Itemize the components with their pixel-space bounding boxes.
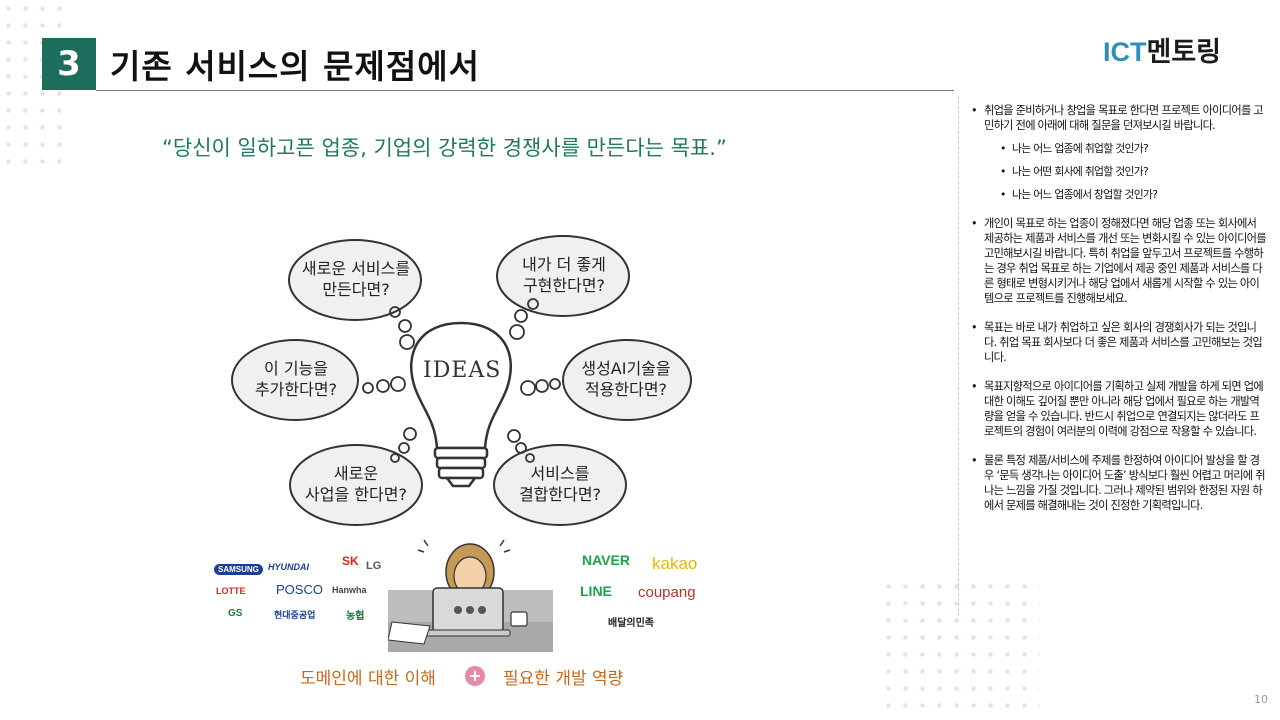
paragraph-1: 취업을 준비하거나 창업을 목표로 한다면 프로젝트 아이디어를 고민하기 전에…: [970, 103, 1266, 133]
paragraph-2: 개인이 목표로 하는 업종이 정해졌다면 해당 업종 또는 회사에서 제공하는 …: [970, 216, 1267, 306]
bubble-1-line2: 만든다면?: [322, 280, 390, 299]
dev-capability-label: 필요한 개발 역량: [503, 669, 624, 689]
logo-lg: LG: [366, 560, 382, 572]
dot-pattern-bottom-right: [880, 578, 1040, 720]
bubble-3-line1: 이 기능을: [264, 359, 328, 378]
question-1: 나는 어느 업종에 취업할 것인가?: [970, 141, 1266, 156]
logo-mentor: 멘토링: [1146, 37, 1222, 67]
logo-lotte: LOTTE: [216, 586, 246, 596]
page-number: 10: [1254, 693, 1268, 706]
company-logos-left: SAMSUNG HYUNDAI SK LG LOTTE POSCO Hanwha…: [214, 552, 394, 630]
quote-text: “당신이 일하고픈 업종, 기업의 강력한 경쟁사를 만든다는 목표.”: [162, 136, 727, 160]
bubble-6-line2: 결합한다면?: [518, 485, 602, 504]
logo-hyundai: HYUNDAI: [268, 562, 310, 572]
logo-posco: POSCO: [276, 582, 323, 597]
company-logos-right: NAVER kakao LINE coupang 배달의민족: [578, 550, 708, 634]
bubble-3-line2: 추가한다면?: [254, 380, 338, 399]
logo-nonghyup: 농협: [346, 611, 365, 622]
thought-bubble-4: [562, 339, 692, 421]
thought-bubble-6: [493, 444, 627, 526]
thought-bubble-3: [231, 339, 359, 421]
paragraph-4: 목표지향적으로 아이디어를 기획하고 실제 개발을 하게 되면 업에 대한 이해…: [970, 379, 1266, 439]
lightbulb-label: IDEAS: [423, 358, 502, 383]
ict-mentoring-logo: ICT멘토링: [1103, 30, 1221, 69]
logo-hhi: 현대중공업: [274, 610, 316, 620]
thought-bubble-1: [288, 239, 422, 321]
bubble-6-line1: 서비스를: [530, 464, 590, 483]
description-column: 취업을 준비하거나 창업을 목표로 한다면 프로젝트 아이디어를 고민하기 전에…: [970, 103, 1267, 521]
thought-bubble-2: [496, 235, 630, 317]
idea-diagram-graphic: [231, 235, 692, 526]
logo-sk: SK: [342, 554, 359, 568]
bubble-2-line2: 구현한다면?: [522, 276, 606, 295]
lightbulb-icon: [410, 321, 512, 488]
question-3: 나는 어느 업종에서 창업할 것인가?: [970, 187, 1266, 202]
domain-understanding-label: 도메인에 대한 이해: [300, 669, 436, 689]
logo-samsung: SAMSUNG: [214, 564, 263, 575]
logo-ict: ICT: [1103, 37, 1147, 67]
bubble-5-line2: 사업을 한다면?: [305, 485, 407, 504]
logo-hanwha: Hanwha: [332, 585, 367, 595]
developer-graphic: [387, 539, 553, 652]
bubble-4-line1: 생성AI기술을: [581, 359, 671, 378]
slide-title: 기존 서비스의 문제점에서: [110, 47, 480, 86]
thought-bubble-5: [289, 444, 423, 526]
bubble-trail-circles: [362, 298, 561, 463]
logo-coupang: coupang: [638, 584, 696, 601]
column-divider: [958, 96, 959, 616]
title-divider: [96, 90, 954, 91]
paragraph-3: 목표는 바로 내가 취업하고 싶은 회사의 경쟁회사가 되는 것입니다. 취업 …: [970, 320, 1266, 365]
bubble-2-line1: 내가 더 좋게: [522, 255, 606, 274]
bubble-4-line2: 적용한다면?: [584, 380, 668, 399]
slide-number-badge: 3: [42, 38, 96, 90]
logo-gs: GS: [228, 608, 243, 619]
logo-kakao: kakao: [652, 554, 698, 573]
frustrated-developer-illustration: [387, 530, 553, 652]
logo-naver: NAVER: [582, 552, 630, 568]
logo-line: LINE: [580, 583, 612, 599]
logo-baemin: 배달의민족: [608, 618, 654, 629]
plus-icon: +: [465, 666, 485, 686]
bubble-1-line1: 새로운 서비스를: [301, 259, 411, 278]
bubble-5-line1: 새로운: [333, 464, 379, 483]
paragraph-5: 물론 특정 제품/서비스에 주제를 한정하여 아이디어 발상을 할 경우 ‘문득…: [970, 453, 1266, 513]
question-2: 나는 어떤 회사에 취업할 것인가?: [970, 164, 1266, 179]
